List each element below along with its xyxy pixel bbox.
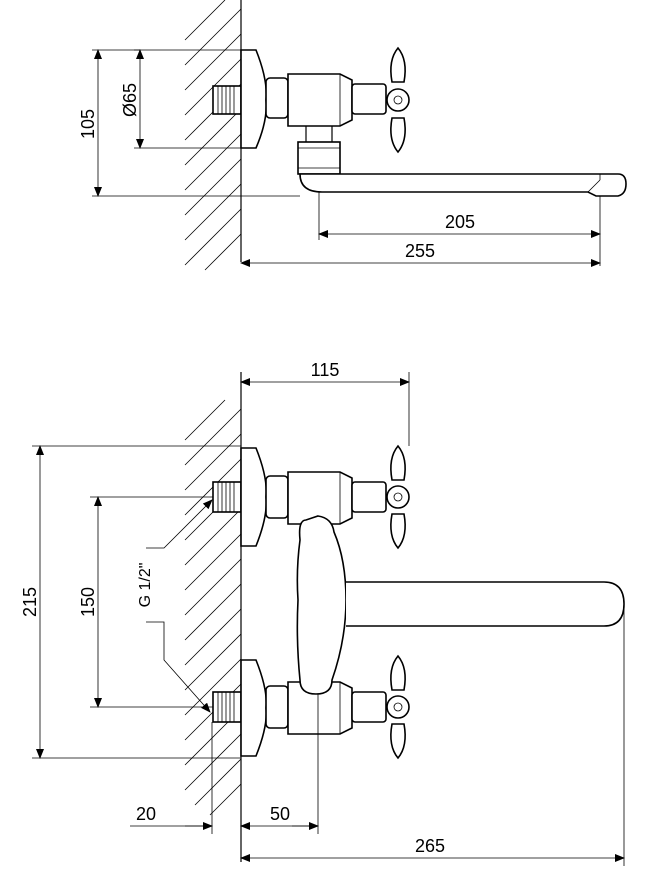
valve-body-top	[287, 73, 353, 127]
dim-20: 20	[136, 804, 156, 824]
wall-hatch-top	[184, 0, 242, 271]
dim-105: 105	[78, 109, 98, 139]
upper-inlet	[212, 447, 387, 547]
nut-top	[265, 77, 289, 119]
dim-255: 255	[405, 241, 435, 261]
spout-front	[346, 581, 625, 627]
lower-inlet	[212, 659, 387, 757]
dim-50: 50	[270, 804, 290, 824]
dim-205: 205	[445, 212, 475, 232]
front-view: 115 215 150 G 1/2" 20 50 265	[20, 360, 625, 866]
dim-diameter-65: Ø65	[120, 83, 140, 117]
spout-top	[299, 173, 627, 197]
cross-handle-top	[386, 46, 410, 154]
thread-label: G 1/2"	[137, 563, 154, 608]
top-view: 105 Ø65 205 255	[78, 0, 627, 271]
mixer-body-front	[296, 515, 347, 695]
cross-handle-upper	[386, 444, 410, 550]
wall-hatch-front	[184, 372, 242, 862]
cross-handle-lower	[386, 654, 410, 760]
dim-265: 265	[415, 836, 445, 856]
dim-215: 215	[20, 587, 40, 617]
dim-150: 150	[78, 587, 98, 617]
swivel-collar-top	[297, 141, 341, 175]
dim-115: 115	[311, 360, 340, 380]
inlet-thread-top	[212, 85, 242, 115]
flange-top	[240, 49, 268, 149]
